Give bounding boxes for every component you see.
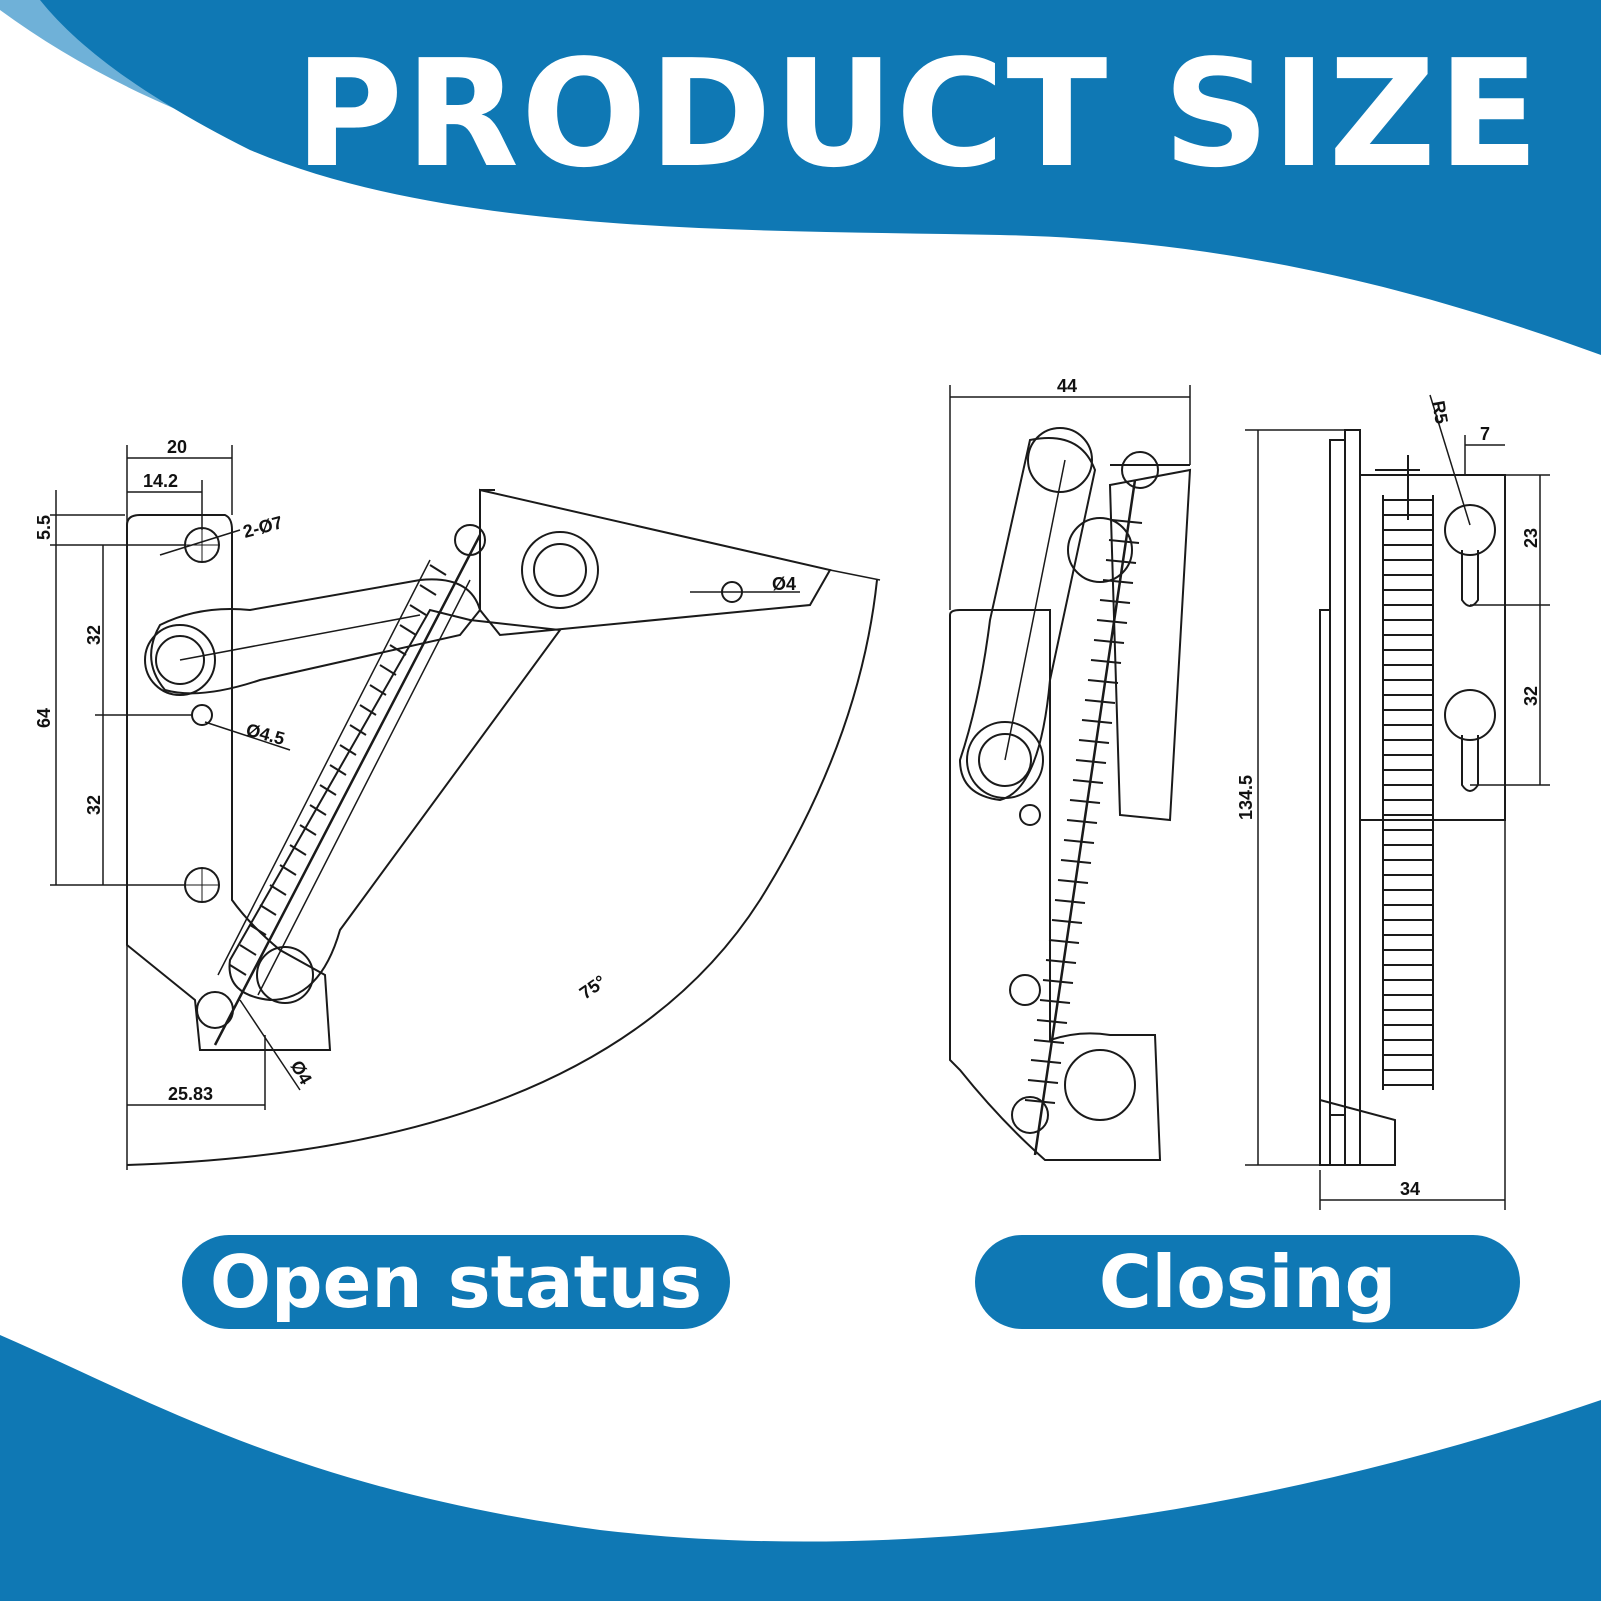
dim-d4-5: Ø4.5 — [244, 720, 287, 749]
open-status-label: Open status — [182, 1235, 730, 1329]
side-vertical-bar-2 — [1329, 439, 1346, 1116]
open-view — [50, 445, 881, 1170]
keyhole-slots — [1444, 504, 1496, 792]
closed-base-plate — [949, 609, 1162, 1161]
dim-23: 23 — [1521, 528, 1541, 548]
closed-upper-arm — [958, 437, 1097, 802]
top-blue-wave — [0, 0, 1601, 355]
dim-44: 44 — [1057, 376, 1077, 396]
side-spring-coils — [1382, 495, 1434, 1090]
dim-34: 34 — [1400, 1179, 1420, 1199]
closed-spring-coils — [1024, 519, 1143, 1104]
dim-7: 7 — [1480, 424, 1490, 444]
page-title: PRODUCT SIZE — [294, 28, 1541, 200]
open-base-plate — [126, 514, 332, 1051]
plate-hole-small — [191, 704, 213, 726]
side-vertical-bar — [1344, 429, 1361, 1166]
open-lower-arm — [228, 608, 562, 1002]
dim-2-holes: 2-Ø7 — [241, 512, 285, 542]
open-upper-arm — [150, 578, 482, 695]
dim-d4-bottom: Ø4 — [287, 1057, 316, 1088]
open-swing-arc — [126, 579, 878, 1166]
closed-lid-bracket — [1108, 468, 1192, 822]
bottom-blue-wave — [0, 1335, 1601, 1601]
dim-14-2: 14.2 — [143, 471, 178, 491]
dim-25-83: 25.83 — [168, 1084, 213, 1104]
dim-32-side: 32 — [1521, 686, 1541, 706]
closed-side-view — [1245, 394, 1550, 1210]
dim-r5: R5 — [1428, 399, 1452, 425]
closed-front-view — [949, 385, 1192, 1161]
dim-5-5: 5.5 — [34, 515, 54, 540]
open-lid-bracket — [479, 488, 832, 637]
open-spring-rod — [213, 534, 482, 1046]
dim-32-lower: 32 — [84, 795, 104, 815]
dim-20: 20 — [167, 437, 187, 457]
closing-status-label: Closing status — [975, 1235, 1520, 1418]
open-dimension-lines — [50, 445, 800, 1170]
dim-75deg: 75° — [576, 971, 610, 1003]
dim-134-5: 134.5 — [1236, 775, 1256, 820]
dim-64: 64 — [34, 708, 54, 728]
dim-32-upper: 32 — [84, 625, 104, 645]
side-base-plate — [1319, 609, 1331, 1166]
open-spring-coils — [217, 559, 471, 996]
dim-d4-top: Ø4 — [772, 574, 796, 594]
